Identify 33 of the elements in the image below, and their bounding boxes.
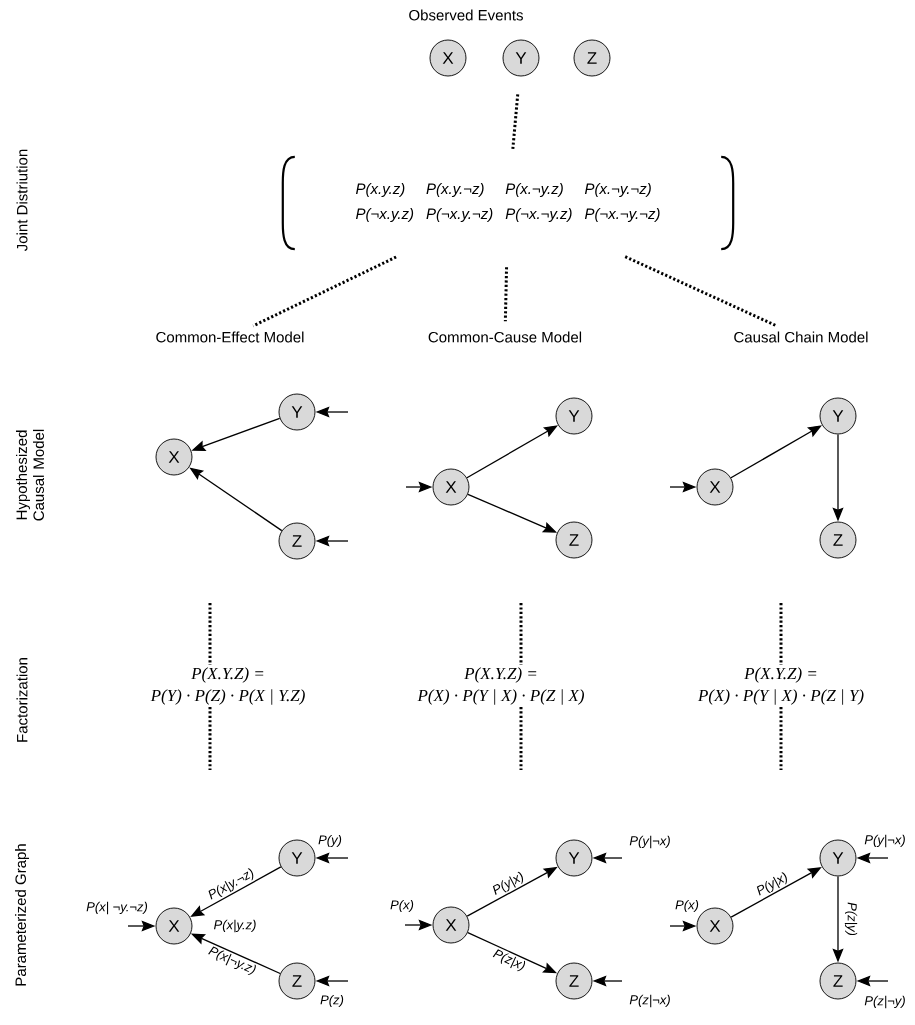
edge-label: P(z|¬y) [864, 995, 905, 1009]
edge-label: P(y|¬x) [864, 834, 905, 848]
edge-label: P(z|y) [844, 902, 858, 936]
row-label: Factorization [16, 658, 28, 742]
dotted-connector [624, 255, 778, 328]
dotted-connector [252, 255, 397, 328]
row-label: Joint Distriution [16, 149, 28, 252]
edge-label: P(z) [320, 994, 344, 1008]
edge-label: P(y) [318, 834, 342, 848]
arrow [466, 425, 558, 479]
edge-label: P(x) [675, 899, 699, 913]
model-title: Common-Cause Model [428, 331, 582, 343]
probability-label: P(x|y.z) [214, 919, 256, 933]
edge-label: P(y|¬x) [629, 835, 670, 849]
edge-label: P(z|¬x) [629, 994, 670, 1008]
dotted-connector [208, 706, 212, 770]
edge-label: P(x| ¬y.¬z) [86, 901, 148, 915]
row-label: Hypothesized Causal Model [16, 429, 44, 521]
factorization-formula: P(X.Y.Z) = P(X) · P(Y | X) · P(Z | X) [417, 667, 584, 705]
probability-matrix: P(x.y.z) P(x.y.¬z) P(x.¬y.z) P(x.¬y.¬z) P(¬x.y.z) P(¬x.y.¬z) P(¬x.¬y.z) P(¬x.¬y.¬z) [281, 155, 735, 251]
edge-label: P(z|x) [492, 949, 526, 972]
factorization-formula: P(X.Y.Z) = P(X) · P(Y | X) · P(Z | Y) [697, 667, 864, 705]
model-title: Causal Chain Model [734, 331, 868, 343]
heading: Observed Events [409, 9, 523, 21]
factorization-formula: P(X.Y.Z) = P(Y) · P(Z) · P(X | Y.Z) [150, 667, 305, 705]
model-title: Common-Effect Model [156, 331, 304, 343]
row-label: Parameterized Graph [15, 844, 29, 986]
dotted-connector [519, 706, 523, 770]
dotted-connector [503, 267, 509, 322]
dotted-connector [511, 94, 520, 149]
dotted-connector [779, 706, 783, 770]
arrow [730, 425, 822, 479]
edge-label: P(x) [390, 899, 414, 913]
